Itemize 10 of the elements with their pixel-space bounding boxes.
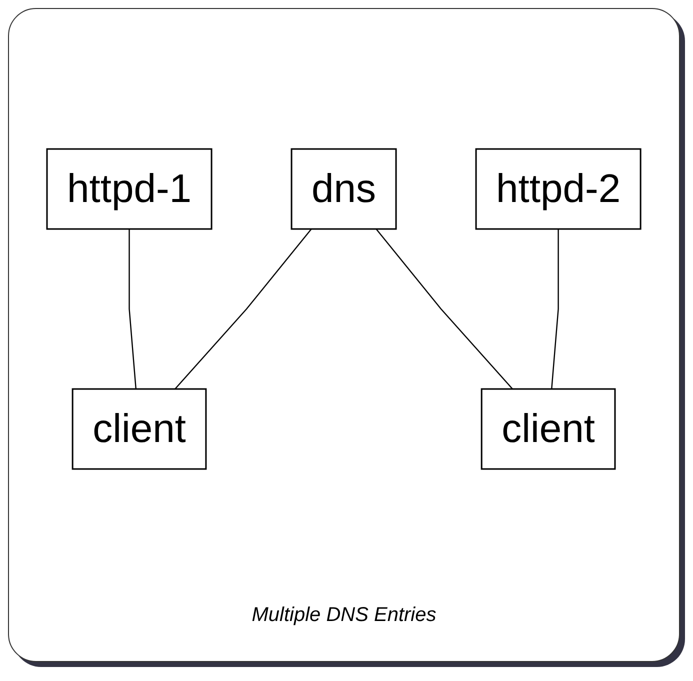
node-box (46, 148, 212, 230)
node-box (72, 388, 207, 470)
connector (376, 228, 514, 390)
connector (128, 229, 137, 390)
connector (551, 229, 560, 390)
connector (174, 228, 312, 390)
node-box (481, 388, 616, 470)
caption: Multiple DNS Entries (252, 604, 436, 626)
node-box (291, 148, 397, 230)
node-box (476, 148, 642, 230)
